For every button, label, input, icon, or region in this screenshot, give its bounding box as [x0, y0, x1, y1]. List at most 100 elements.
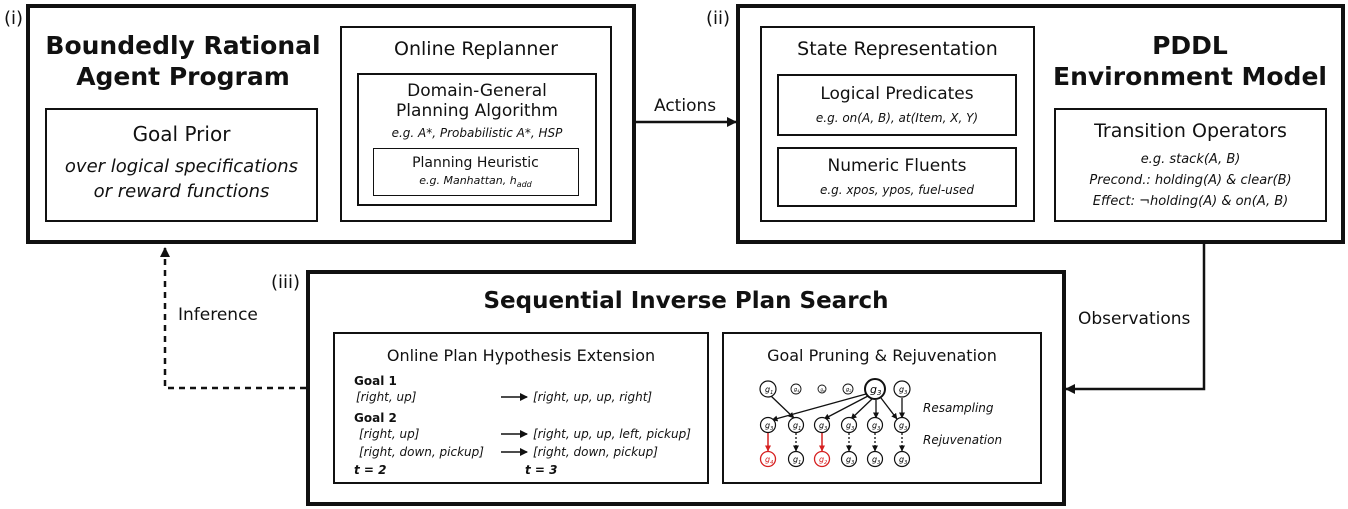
goal2-label: Goal 2 — [354, 411, 397, 425]
numeric-fluents-box: Numeric Fluents e.g. xpos, ypos, fuel-us… — [777, 147, 1017, 207]
planning-algorithm-title: Domain-General Planning Algorithm — [359, 81, 595, 121]
particle-bottom-6: g3 — [893, 450, 911, 468]
heuristic-examples-text: e.g. Manhattan, h — [419, 174, 517, 187]
heuristic-examples-subscript: add — [516, 180, 532, 190]
resample-edge — [880, 397, 898, 420]
particle-bottom-3-index: 2 — [824, 460, 827, 466]
planning-algorithm-title-line2: Planning Algorithm — [396, 101, 558, 121]
goal2-plan-b: [right, down, pickup] — [359, 445, 484, 459]
particle-top-2-index: 4 — [797, 389, 799, 393]
particle-graph: g1 g4 g6 g2 g3 g3 g3 g1 — [759, 378, 911, 468]
environment-model-title: PDDL Environment Model — [1040, 30, 1340, 92]
particle-mid-5: g3 — [866, 416, 884, 434]
goal1-plan: [right, up] — [356, 390, 417, 404]
goal-pruning-box: Goal Pruning & Rejuvenation Resampling R… — [722, 332, 1042, 484]
svg-text:g2: g2 — [819, 455, 827, 466]
svg-text:g1: g1 — [793, 421, 801, 432]
particle-mid-1: g3 — [759, 416, 777, 434]
svg-text:g3: g3 — [870, 383, 881, 397]
online-replanner-box: Online Replanner Domain-General Planning… — [340, 26, 612, 222]
resample-edge — [850, 398, 873, 420]
observations-arrow — [1065, 244, 1206, 394]
particle-mid-6: g3 — [893, 416, 911, 434]
resampling-label: Resampling — [923, 401, 994, 415]
goal-prior-box: Goal Prior over logical specifications o… — [45, 108, 318, 222]
panel-ii-tag: (ii) — [706, 8, 731, 29]
particle-top-4: g2 — [842, 383, 854, 395]
svg-text:g3: g3 — [899, 385, 907, 396]
goal2-plan-a: [right, up] — [359, 427, 420, 441]
agent-program-title-line1: Boundedly Rational — [45, 31, 321, 60]
planning-heuristic-examples: e.g. Manhattan, hadd — [374, 174, 577, 189]
agent-program-title: Boundedly Rational Agent Program — [36, 30, 330, 92]
svg-text:g4: g4 — [765, 455, 773, 466]
transition-operators-box: Transition Operators e.g. stack(A, B) Pr… — [1054, 108, 1327, 222]
particle-mid-6-index: 3 — [904, 426, 907, 432]
particle-top-2: g4 — [790, 383, 802, 395]
panel-i-tag: (i) — [4, 8, 24, 29]
planning-heuristic-box: Planning Heuristic e.g. Manhattan, hadd — [373, 148, 579, 196]
goal2-plan-b-extended: [right, down, pickup] — [533, 445, 658, 459]
goal2-plan-a-extended: [right, up, up, left, pickup] — [533, 427, 691, 441]
planning-algorithm-box: Domain-General Planning Algorithm e.g. A… — [357, 73, 597, 206]
particle-mid-3-index: 3 — [824, 426, 827, 432]
particle-top-6: g3 — [893, 380, 911, 398]
extension-arrows — [501, 393, 528, 456]
particle-bottom-4: g3 — [840, 450, 858, 468]
particle-bottom-5-index: 3 — [877, 460, 880, 466]
numeric-fluents-examples: e.g. xpos, ypos, fuel-used — [819, 183, 975, 197]
particle-bottom-4-index: 3 — [851, 460, 854, 466]
svg-text:g3: g3 — [846, 421, 854, 432]
svg-text:g1: g1 — [793, 455, 801, 466]
svg-text:g3: g3 — [899, 455, 907, 466]
logical-predicates-examples: e.g. on(A, B), at(Item, X, Y) — [815, 111, 979, 125]
svg-text:g3: g3 — [819, 421, 827, 432]
particle-mid-4-index: 3 — [851, 426, 854, 432]
goal-prior-title: Goal Prior — [132, 122, 231, 146]
actions-label: Actions — [654, 96, 717, 116]
particle-top-3: g6 — [817, 384, 827, 394]
svg-text:g3: g3 — [846, 455, 854, 466]
svg-text:g3: g3 — [899, 421, 907, 432]
numeric-fluents-title: Numeric Fluents — [827, 156, 967, 176]
inference-label: Inference — [178, 305, 258, 325]
particle-top-4-index: 2 — [849, 389, 852, 393]
svg-text:g3: g3 — [872, 455, 880, 466]
goal-pruning-title: Goal Pruning & Rejuvenation — [767, 346, 997, 365]
logical-predicates-title: Logical Predicates — [820, 84, 974, 104]
svg-text:g3: g3 — [872, 421, 880, 432]
sips-title: Sequential Inverse Plan Search — [483, 288, 889, 314]
particle-bottom-2: g1 — [787, 450, 805, 468]
particle-bottom-3: g2 — [813, 450, 831, 468]
particle-bottom-2-index: 1 — [798, 460, 801, 466]
planning-algorithm-title-line1: Domain-General — [407, 81, 547, 101]
particle-top-3-index: 6 — [823, 389, 825, 393]
svg-text:g3: g3 — [765, 421, 773, 432]
resample-edge — [771, 393, 867, 422]
particle-mid-1-index: 3 — [770, 426, 773, 432]
planning-algorithm-examples: e.g. A*, Probabilistic A*, HSP — [391, 126, 563, 140]
particle-bottom-6-index: 3 — [904, 460, 907, 466]
particle-top-5: g3 — [864, 378, 886, 400]
particle-bottom-1-index: 4 — [770, 460, 773, 466]
particle-bottom-1: g4 — [759, 450, 777, 468]
state-representation-box: State Representation Logical Predicates … — [760, 26, 1035, 222]
time-before-label: t = 2 — [354, 463, 387, 477]
rejuvenation-label: Rejuvenation — [923, 433, 1003, 447]
particle-top-1: g1 — [759, 380, 777, 398]
svg-text:g1: g1 — [765, 385, 773, 396]
svg-text:g6: g6 — [821, 387, 826, 393]
environment-model-title-line1: PDDL — [1152, 31, 1228, 60]
planning-heuristic-title: Planning Heuristic — [412, 155, 539, 171]
transition-operators-line2: Precond.: holding(A) & clear(B) — [1089, 173, 1292, 188]
plan-extension-box: Online Plan Hypothesis Extension Goal 1 … — [333, 332, 709, 484]
svg-text:g2: g2 — [846, 387, 852, 393]
particle-top-6-index: 3 — [904, 390, 907, 396]
time-after-label: t = 3 — [525, 463, 558, 477]
particle-top-1-index: 1 — [770, 390, 773, 396]
transition-operators-line3: Effect: ¬holding(A) & on(A, B) — [1092, 194, 1289, 209]
goal-prior-line2: or reward functions — [93, 181, 270, 202]
transition-operators-line1: e.g. stack(A, B) — [1140, 152, 1241, 167]
goal1-plan-extended: [right, up, up, right] — [533, 390, 653, 404]
particle-mid-3: g3 — [813, 416, 831, 434]
